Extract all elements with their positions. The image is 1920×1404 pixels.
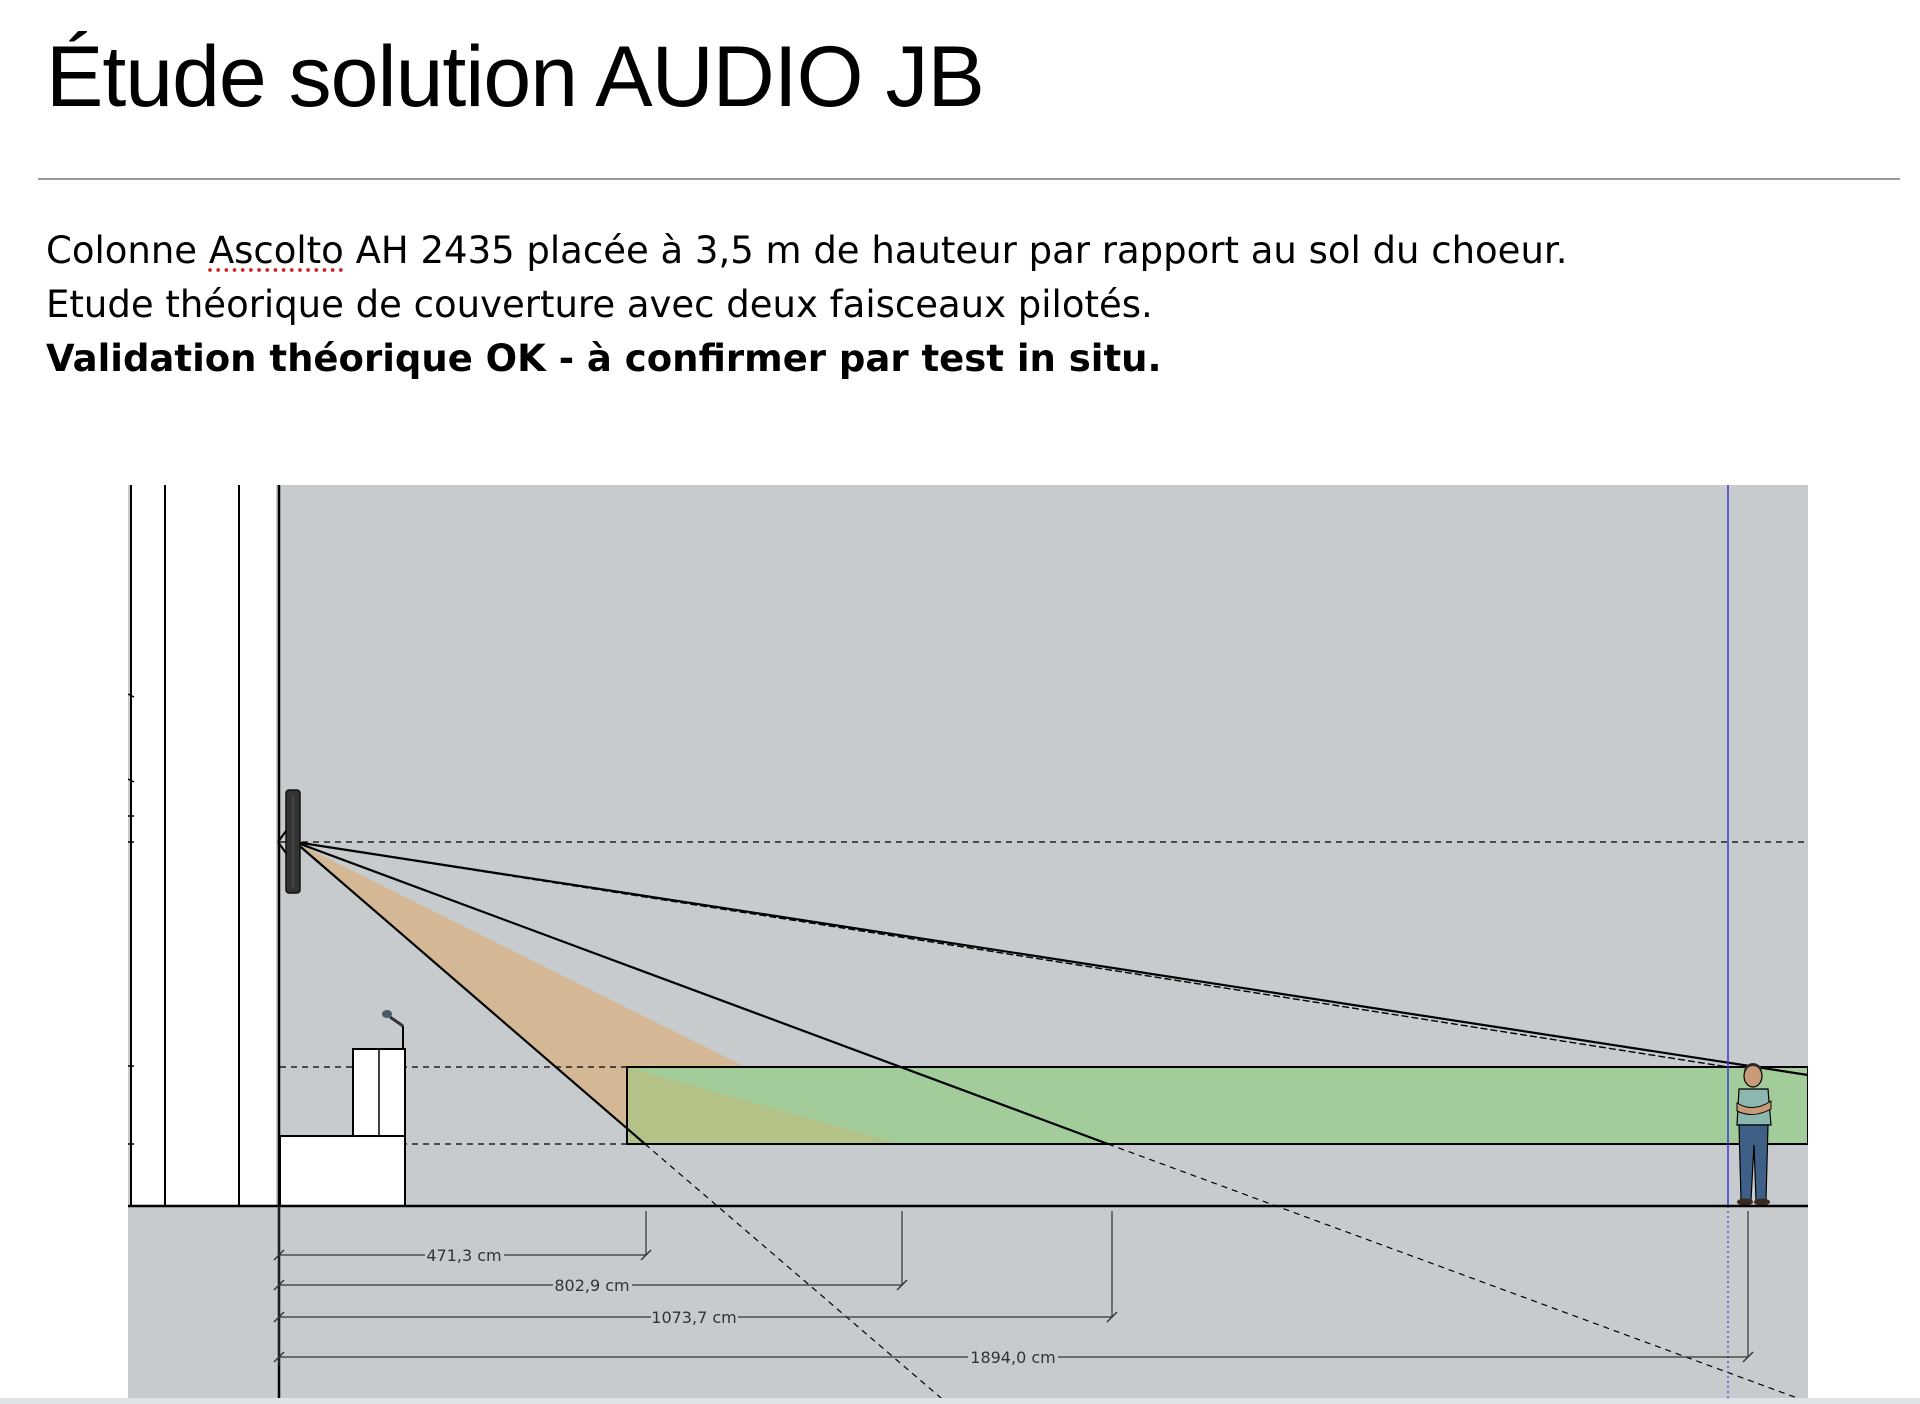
description-line-2: Etude théorique de couverture avec deux … xyxy=(46,283,1153,326)
dimension-label: 1073,7 cm xyxy=(651,1308,736,1327)
dimension-extension-lines xyxy=(278,1206,1749,1366)
description-block: Colonne Ascolto AH 2435 placée à 3,5 m d… xyxy=(46,224,1567,386)
dimension-471: 471,3 cm xyxy=(273,1246,652,1265)
beam-boundaries xyxy=(294,840,1808,1404)
dimension-802: 802,9 cm xyxy=(273,1276,908,1295)
diagram-background xyxy=(128,485,1808,1404)
lectern xyxy=(279,1010,406,1207)
audience-band-outline xyxy=(626,1066,1808,1145)
dimension-label: 802,9 cm xyxy=(554,1276,629,1295)
spellcheck-flagged-word: Ascolto xyxy=(208,229,344,272)
coverage-diagram: 471,3 cm 802,9 cm 1073,7 cm 1894,0 cm xyxy=(128,485,1808,1404)
coverage-diagram-svg: 471,3 cm 802,9 cm 1073,7 cm 1894,0 cm xyxy=(128,485,1808,1404)
dimension-1894: 1894,0 cm xyxy=(273,1348,1754,1367)
choir-wall xyxy=(128,485,281,1404)
bottom-edge-bar xyxy=(0,1398,1920,1404)
title-divider xyxy=(38,178,1900,180)
page-title: Étude solution AUDIO JB xyxy=(46,29,985,125)
person-icon xyxy=(1736,1063,1772,1206)
column-speaker-icon xyxy=(277,789,301,894)
validation-statement: Validation théorique OK - à confirmer pa… xyxy=(46,337,1162,380)
dimension-1073: 1073,7 cm xyxy=(273,1308,1118,1327)
dimension-label: 471,3 cm xyxy=(426,1246,501,1265)
description-line-1: Colonne Ascolto AH 2435 placée à 3,5 m d… xyxy=(46,229,1568,272)
microphone-icon xyxy=(382,1010,404,1048)
dimension-label: 1894,0 cm xyxy=(970,1348,1055,1367)
